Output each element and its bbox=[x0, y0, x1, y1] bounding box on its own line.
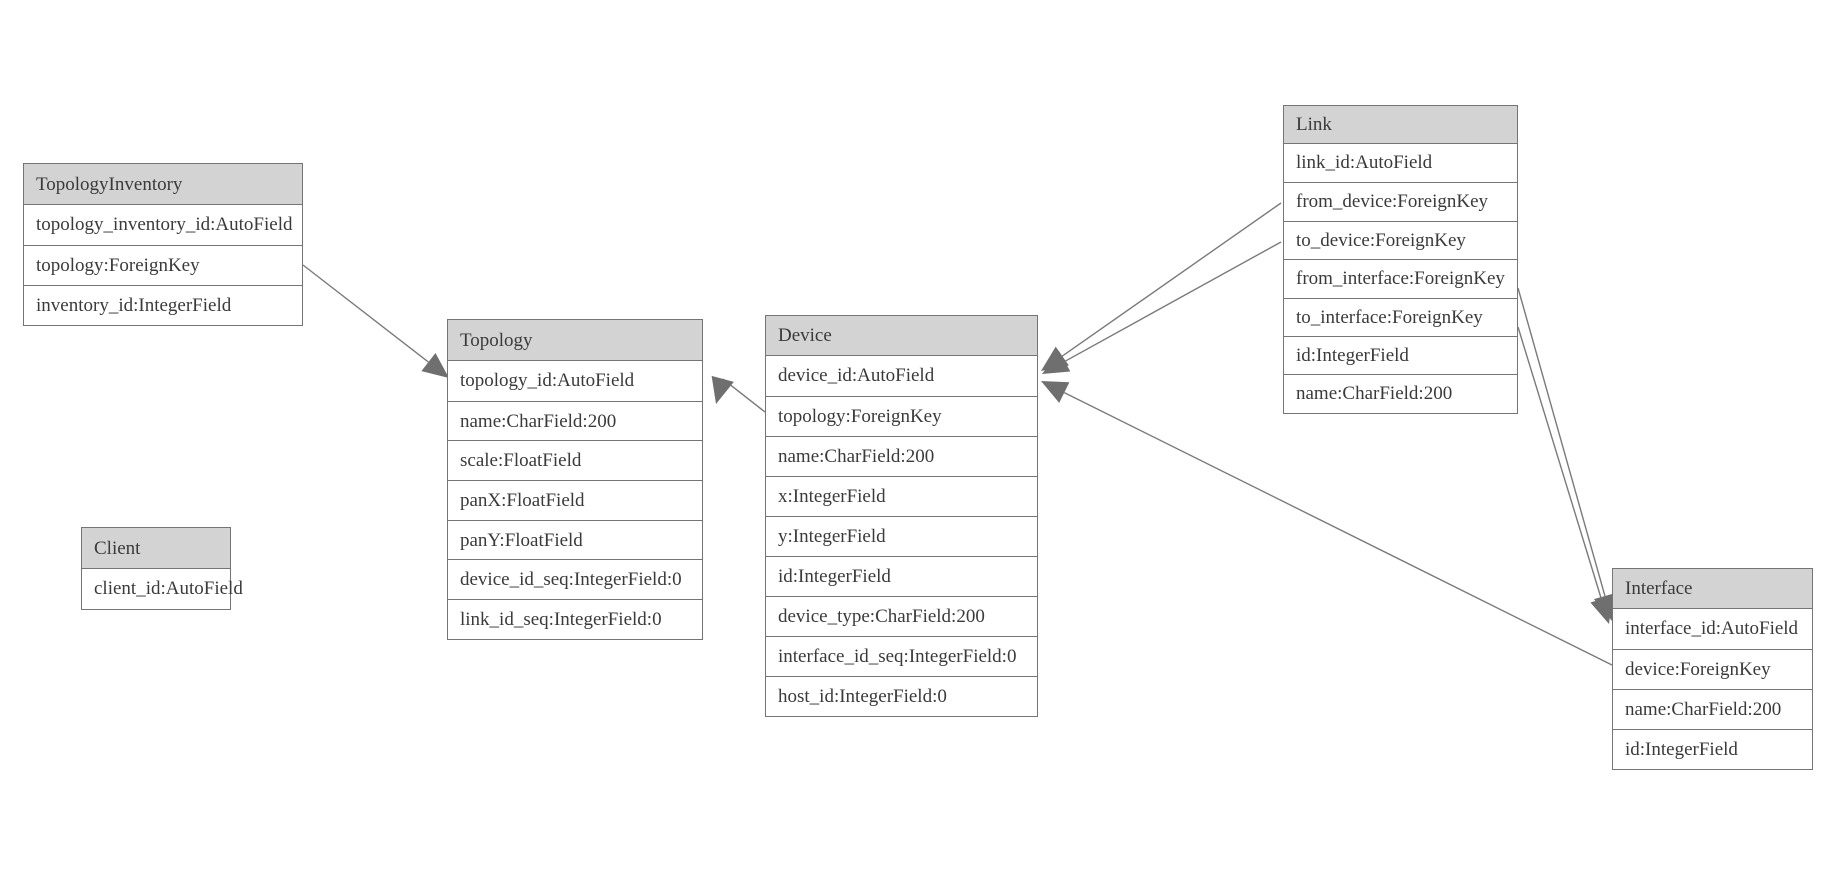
entity-field: name:CharField:200 bbox=[448, 400, 702, 441]
entity-field: name:CharField:200 bbox=[1284, 374, 1517, 413]
entity-field: id:IntegerField bbox=[1284, 335, 1517, 375]
entity-field: link_id_seq:IntegerField:0 bbox=[448, 599, 702, 639]
entity-field: topology_inventory_id:AutoField bbox=[24, 205, 302, 245]
relationship-line-link-from_device-device bbox=[1061, 202, 1282, 357]
relationship-arrowhead-link-from_device-device bbox=[1041, 346, 1069, 371]
entity-field: host_id:IntegerField:0 bbox=[766, 676, 1037, 716]
entity-title: Device bbox=[766, 316, 1037, 356]
entity-field: client_id:AutoField bbox=[82, 569, 243, 609]
entity-field: to_device:ForeignKey bbox=[1284, 220, 1517, 260]
entity-field: name:CharField:200 bbox=[766, 436, 1037, 476]
entity-field: interface_id:AutoField bbox=[1613, 609, 1812, 649]
entity-field: panY:FloatField bbox=[448, 519, 702, 560]
relationship-line-interface-device bbox=[1063, 391, 1613, 666]
entity-field: x:IntegerField bbox=[766, 476, 1037, 516]
entity-field: topology_id:AutoField bbox=[448, 361, 702, 401]
entity-field: id:IntegerField bbox=[766, 556, 1037, 596]
entity-field: device_type:CharField:200 bbox=[766, 596, 1037, 636]
entity-title: Topology bbox=[448, 320, 702, 361]
entity-field: device_id_seq:IntegerField:0 bbox=[448, 559, 702, 600]
relationship-line-topologyinventory-topology bbox=[302, 264, 429, 363]
relationship-arrowhead-topologyinventory-topology bbox=[421, 352, 449, 378]
entity-field: y:IntegerField bbox=[766, 516, 1037, 556]
relationship-arrowhead-interface-device bbox=[1041, 381, 1070, 403]
entity-field: from_interface:ForeignKey bbox=[1284, 259, 1517, 298]
entity-field: device:ForeignKey bbox=[1613, 649, 1812, 689]
relationship-line-link-from_interface-interface bbox=[1517, 287, 1606, 597]
entity-field: panX:FloatField bbox=[448, 480, 702, 520]
entity-title: Link bbox=[1284, 106, 1517, 144]
entity-field: scale:FloatField bbox=[448, 440, 702, 481]
entity-title: Client bbox=[82, 528, 230, 569]
entity-field: device_id:AutoField bbox=[766, 356, 1037, 396]
relationship-arrowhead-device-topology bbox=[711, 375, 734, 404]
entity-field: inventory_id:IntegerField bbox=[24, 285, 302, 325]
entity-field: from_device:ForeignKey bbox=[1284, 182, 1517, 221]
entity-field: topology:ForeignKey bbox=[24, 245, 302, 285]
relationship-line-link-to_interface-interface bbox=[1517, 326, 1603, 600]
entity-field: to_interface:ForeignKey bbox=[1284, 297, 1517, 336]
relationship-arrowhead-link-to_device-device bbox=[1042, 351, 1071, 374]
entity-field: topology:ForeignKey bbox=[766, 396, 1037, 436]
entity-field: interface_id_seq:IntegerField:0 bbox=[766, 636, 1037, 676]
relationship-line-device-topology bbox=[722, 378, 766, 413]
relationship-arrowhead-link-to_interface-interface bbox=[1590, 595, 1613, 624]
entity-field: id:IntegerField bbox=[1613, 729, 1812, 769]
entity-field: name:CharField:200 bbox=[1613, 689, 1812, 729]
entity-title: TopologyInventory bbox=[24, 164, 302, 205]
relationship-line-link-to_device-device bbox=[1064, 241, 1282, 363]
entity-field: link_id:AutoField bbox=[1284, 144, 1517, 183]
entity-title: Interface bbox=[1613, 569, 1812, 609]
